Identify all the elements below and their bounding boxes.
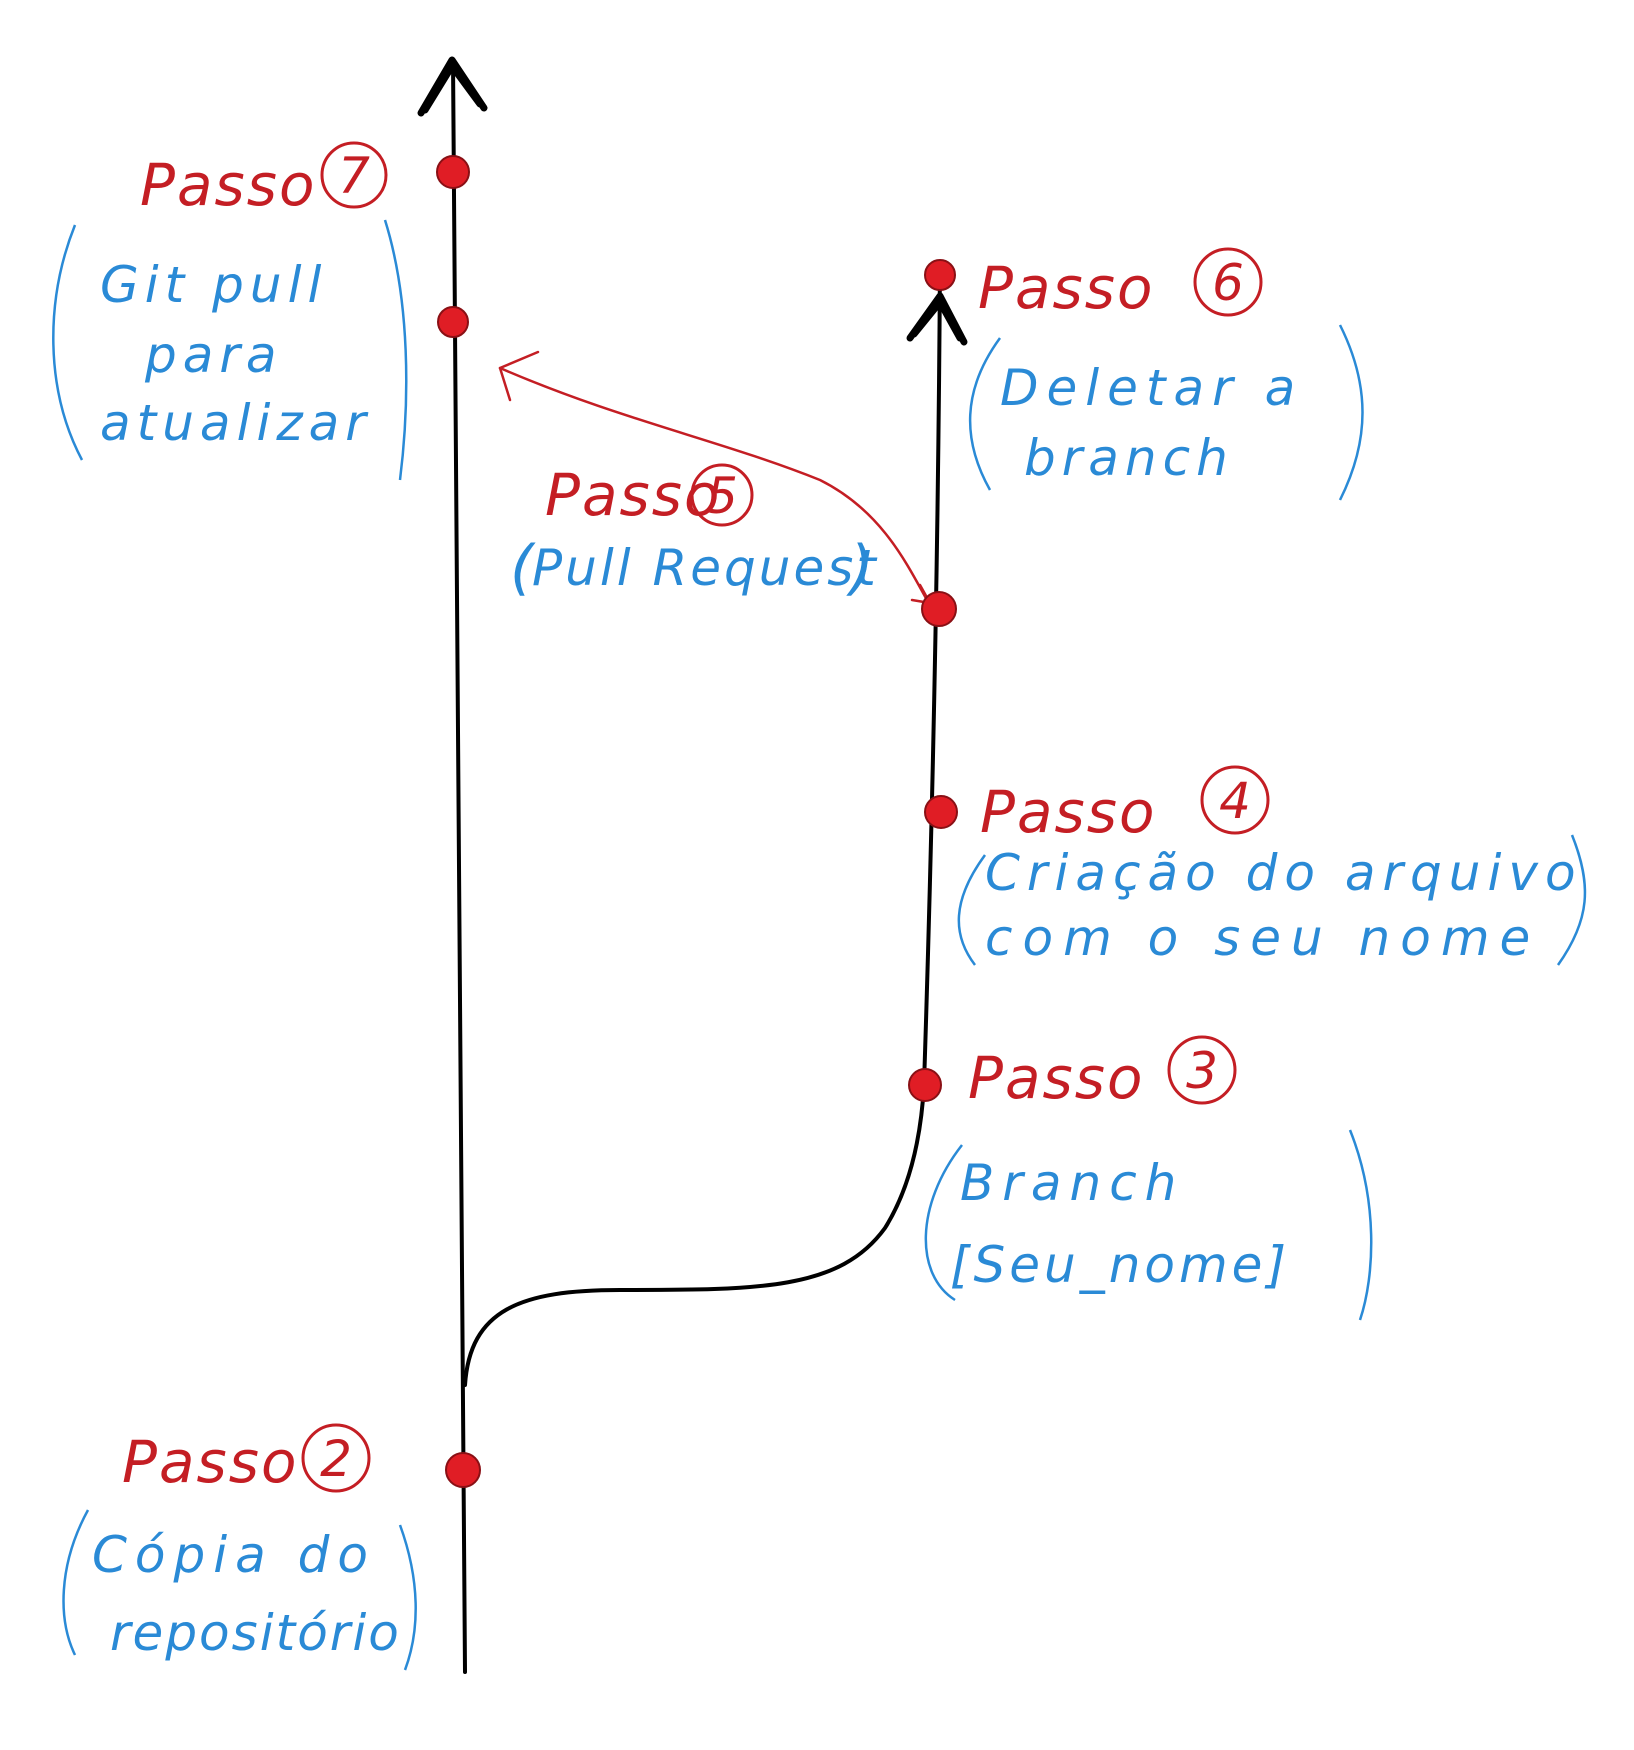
- step-7-number-circle: [320, 141, 388, 209]
- step-3-label: Passo 3 Branch [Seu_nome]: [924, 1035, 1373, 1321]
- step-2-close-paren: [398, 1524, 417, 1671]
- step-7-line-3: atualizar: [100, 394, 372, 452]
- main-branch-line: [451, 58, 467, 1674]
- commit-step-7: [436, 155, 470, 189]
- step-7-line-2: para: [144, 326, 283, 384]
- step-7-label: Passo 7 Git pull para atualizar: [52, 141, 408, 481]
- commit-step-2: [445, 1452, 481, 1488]
- feature-branch: [463, 260, 968, 1387]
- step-4-line-2: com o seu nome: [985, 909, 1540, 967]
- step-5-line-1: Pull Request: [532, 539, 879, 597]
- step-3-open-paren: [924, 1144, 963, 1302]
- step-3-number-circle: [1167, 1035, 1237, 1105]
- step-3-line-1: Branch: [960, 1154, 1184, 1212]
- step-2-number-circle: [301, 1423, 371, 1493]
- step-6-label: Passo 6 Deletar a branch: [968, 247, 1364, 501]
- step-5-open-paren: (: [510, 533, 536, 603]
- step-6-close-paren: [1338, 324, 1364, 501]
- step-6-open-paren: [968, 337, 1002, 491]
- step-6-line-2: branch: [1024, 429, 1234, 487]
- step-6-word: Passo: [978, 254, 1154, 322]
- step-4-line-1: Criação do arquivo: [985, 844, 1583, 902]
- step-7-open-paren: [52, 224, 84, 461]
- step-4-number-circle: [1200, 765, 1270, 835]
- commit-step-3: [908, 1068, 942, 1102]
- step-2-open-paren: [62, 1509, 90, 1656]
- step-5-label: Passo 5 ( Pull Request ): [510, 461, 879, 603]
- commits: [436, 155, 958, 1488]
- step-2-line-2: repositório: [110, 1604, 401, 1662]
- commit-step-4: [924, 795, 958, 829]
- step-2-number: 2: [320, 1430, 352, 1488]
- step-4-number: 4: [1219, 772, 1251, 830]
- step-3-close-paren: [1348, 1129, 1373, 1321]
- step-6-number-circle: [1193, 247, 1263, 317]
- step-4-label: Passo 4 Criação do arquivo com o seu nom…: [957, 765, 1587, 967]
- step-5-number-circle: [690, 463, 754, 527]
- step-7-close-paren: [383, 219, 408, 481]
- step-4-close-paren: [1556, 834, 1587, 966]
- pull-request-arrowhead-icon: [498, 350, 540, 402]
- step-7-line-1: Git pull: [100, 256, 327, 314]
- step-3-word: Passo: [968, 1044, 1144, 1112]
- step-5-word: Passo: [545, 461, 721, 529]
- step-6-number: 6: [1212, 254, 1244, 312]
- main-branch-arrowhead-icon: [417, 56, 488, 117]
- pull-request-curve: [498, 366, 930, 604]
- main-branch: [417, 56, 488, 1674]
- step-2-label: Passo 2 Cópia do repositório: [62, 1423, 417, 1671]
- step-4-word: Passo: [980, 778, 1156, 846]
- step-4-open-paren: [957, 854, 987, 966]
- step-6-line-1: Deletar a: [1000, 359, 1303, 417]
- feature-branch-line: [463, 260, 942, 1387]
- step-3-number: 3: [1186, 1042, 1218, 1100]
- step-2-word: Passo: [122, 1428, 298, 1496]
- step-2-line-1: Cópia do: [92, 1526, 376, 1584]
- step-3-line-2: [Seu_nome]: [950, 1236, 1290, 1294]
- commit-merge: [437, 306, 469, 338]
- commit-step-5: [921, 591, 957, 627]
- step-5-number: 5: [706, 467, 738, 525]
- commit-step-6: [924, 259, 956, 291]
- step-5-close-paren: ): [846, 533, 873, 603]
- step-7-word: Passo: [140, 151, 316, 219]
- step-7-number: 7: [338, 147, 370, 205]
- feature-branch-arrowhead-icon: [906, 292, 968, 346]
